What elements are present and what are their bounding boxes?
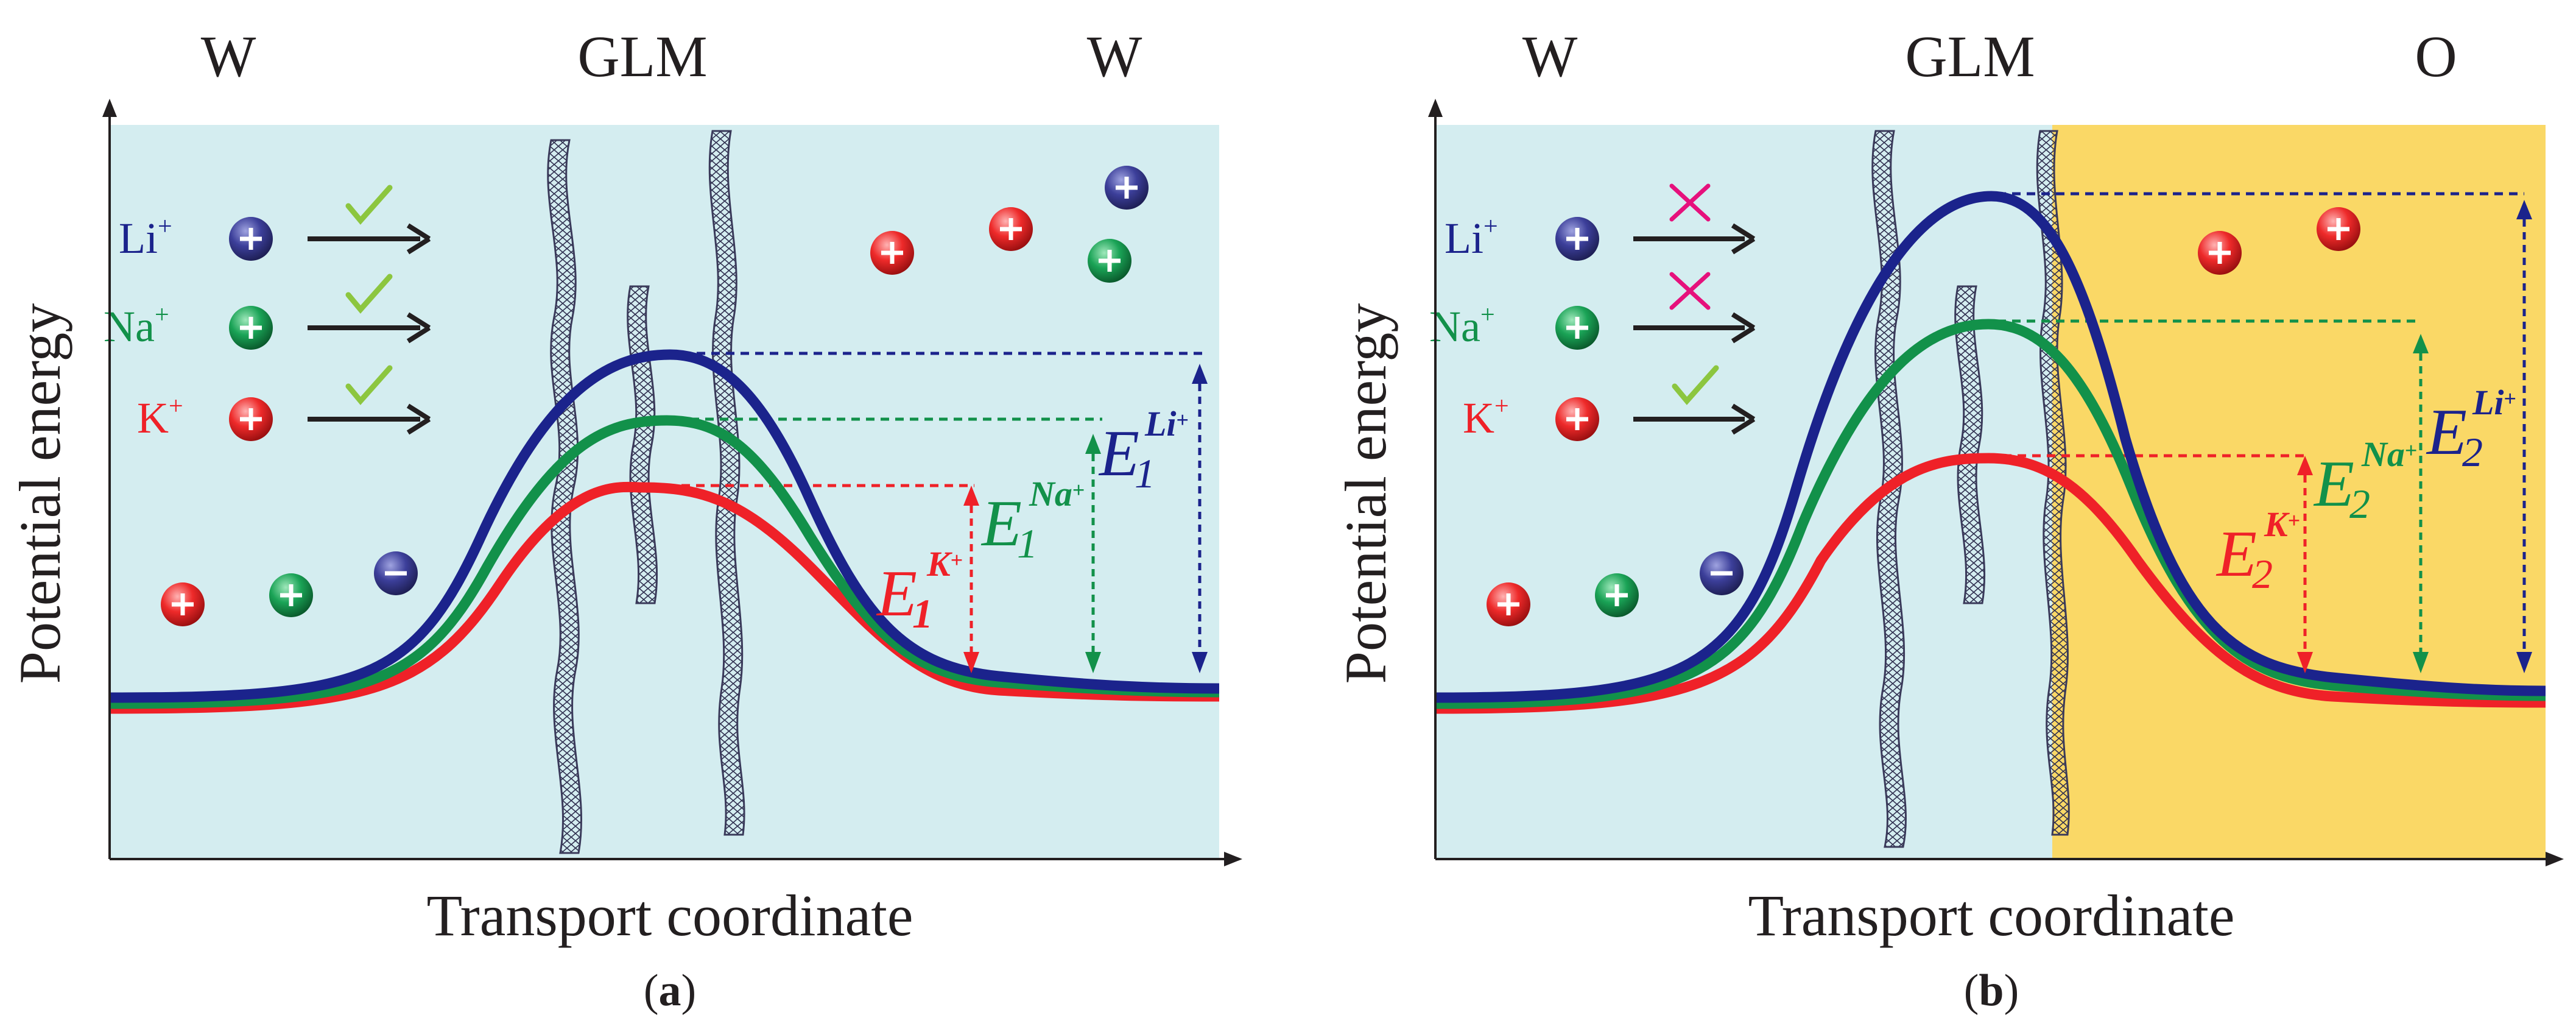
k-arrow-head-bottom xyxy=(2297,652,2313,673)
energy-label-na: E1 xyxy=(980,487,1038,567)
ion-label-na: Na+ xyxy=(1429,301,1495,351)
free-k-ion xyxy=(870,231,914,275)
legend-k-ion xyxy=(1555,397,1599,441)
y-axis-arrow xyxy=(1428,99,1443,117)
energy-label-li-sup: Li+ xyxy=(1144,404,1189,444)
y-axis-label: Potential energy xyxy=(1333,303,1398,684)
na-arrow-head-bottom xyxy=(1085,652,1101,673)
k-energy-curve xyxy=(109,481,1220,714)
y-axis-arrow xyxy=(102,99,117,117)
legend-na-ion xyxy=(229,306,273,350)
header-right-phase: W xyxy=(1087,24,1142,89)
header-membrane: GLM xyxy=(577,24,707,89)
free-li-ion xyxy=(374,551,418,595)
ion-label-k: K+ xyxy=(137,392,183,442)
check-mark-na xyxy=(345,274,393,314)
free-na-ion xyxy=(1595,573,1639,617)
energy-label-li: E1 xyxy=(1098,417,1155,497)
ion-label-li: Li+ xyxy=(119,213,172,263)
energy-label-k-sup: K+ xyxy=(926,544,963,584)
free-k-ion xyxy=(161,582,205,626)
x-axis-label: Transport coordinate xyxy=(1748,883,2235,948)
free-k-ion xyxy=(2198,231,2242,275)
free-k-ion xyxy=(989,207,1033,251)
header-left-phase: W xyxy=(201,24,256,89)
energy-label-li: E2 xyxy=(2426,396,2483,475)
li-energy-curve xyxy=(1435,191,2546,703)
panel-b: W GLM O E2 K+ E2 Na+ E2 Li+ Li+ Na+ K+ xyxy=(1333,24,2564,1016)
free-na-ion xyxy=(1088,239,1131,283)
check-mark-li xyxy=(345,185,393,225)
na-energy-curve xyxy=(109,415,1220,709)
header-left-phase: W xyxy=(1522,24,1578,89)
energy-label-k: E1 xyxy=(876,557,933,637)
graphene-membrane xyxy=(547,130,745,854)
ion-label-li: Li+ xyxy=(1445,213,1498,263)
free-li-ion xyxy=(1105,166,1149,210)
na-arrow-head-top xyxy=(2413,334,2429,353)
k-arrow-head-top xyxy=(2297,456,2313,475)
panel-caption: (a) xyxy=(644,966,696,1016)
transport-arrow-na xyxy=(1633,312,1756,344)
energy-label-k: E2 xyxy=(2215,518,2273,597)
legend-li-ion xyxy=(229,217,273,261)
li-arrow-head-bottom xyxy=(2516,652,2532,673)
na-arrow-head-bottom xyxy=(2413,652,2429,673)
free-k-ion xyxy=(1487,582,1530,626)
header-right-phase: O xyxy=(2415,24,2457,89)
cross-mark-li xyxy=(1669,183,1711,222)
na-arrow-head-top xyxy=(1085,434,1101,454)
transport-arrow-li xyxy=(1633,223,1756,255)
k-arrow-head-bottom xyxy=(963,652,979,673)
transport-arrow-k xyxy=(1633,403,1756,435)
x-axis-arrow xyxy=(2546,852,2564,866)
energy-label-na-sup: Na+ xyxy=(1029,474,1085,514)
na-energy-curve xyxy=(1435,319,2546,709)
legend-li-ion xyxy=(1555,217,1599,261)
check-mark-k xyxy=(1672,365,1719,405)
li-arrow-head-top xyxy=(1192,364,1208,384)
energy-label-na-sup: Na+ xyxy=(2361,434,2417,474)
transport-arrow-na xyxy=(308,312,431,344)
transport-arrow-k xyxy=(308,403,431,435)
free-k-ion xyxy=(2317,207,2360,251)
x-axis-label: Transport coordinate xyxy=(427,883,913,948)
check-mark-k xyxy=(345,365,393,405)
li-arrow-head-bottom xyxy=(1192,652,1208,673)
cross-mark-na xyxy=(1669,272,1711,310)
k-energy-curve xyxy=(1435,453,2546,714)
panel-caption: (b) xyxy=(1964,966,2019,1016)
legend-na-ion xyxy=(1555,306,1599,350)
oil-phase-right xyxy=(2052,125,2546,859)
free-na-ion xyxy=(269,573,313,617)
ion-label-na: Na+ xyxy=(104,301,169,351)
ion-label-k: K+ xyxy=(1463,392,1509,442)
energy-label-li-sup: Li+ xyxy=(2472,383,2516,422)
free-li-ion xyxy=(1700,551,1744,595)
k-arrow-head-top xyxy=(963,486,979,506)
y-axis-label: Potential energy xyxy=(7,303,72,684)
energy-label-k-sup: K+ xyxy=(2264,504,2300,544)
li-energy-curve xyxy=(109,349,1220,703)
header-membrane: GLM xyxy=(1905,24,2035,89)
transport-arrow-li xyxy=(308,223,431,255)
energy-label-na: E2 xyxy=(2313,448,2370,527)
x-axis-arrow xyxy=(1224,852,1242,866)
li-arrow-head-top xyxy=(2516,200,2532,219)
legend-k-ion xyxy=(229,397,273,441)
panel-a: W GLM W E1 K+ xyxy=(7,24,1242,1016)
